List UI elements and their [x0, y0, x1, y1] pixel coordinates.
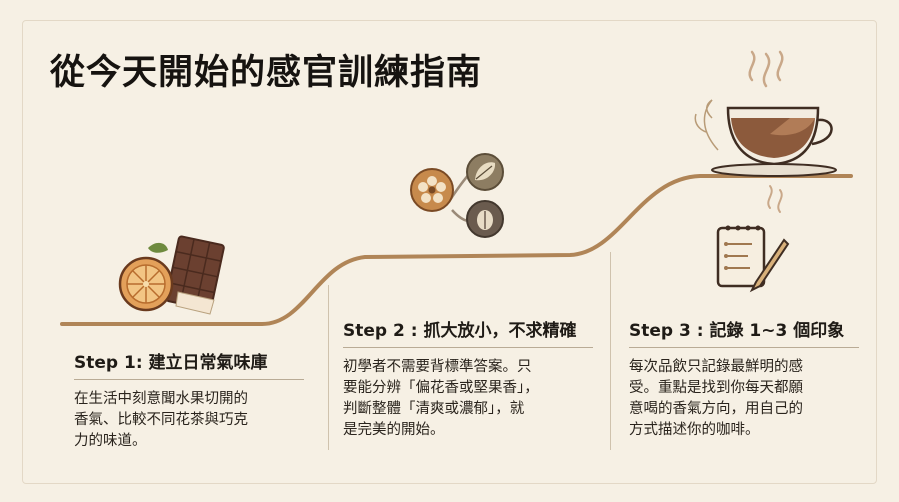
orange-icon: [118, 242, 174, 312]
step-2-line: 要能分辨「偏花香或堅果香」，: [343, 380, 539, 396]
step-2-body: 初學者不需要背標準答案。只 要能分辨「偏花香或堅果香」， 判斷整體「清爽或濃郁」…: [343, 357, 593, 441]
step-1-title: Step 1: 建立日常氣味庫: [74, 348, 304, 380]
step-3-body: 每次品飲只記錄最鮮明的感 受。重點是找到你每天都願 意喝的香氣方向，用自己的 方…: [629, 357, 859, 441]
step-3-line: 方式描述你的咖啡。: [629, 422, 760, 438]
step-3: Step 3 : 記錄 1~3 個印象 每次品飲只記錄最鮮明的感 受。重點是找到…: [629, 316, 859, 441]
step-1: Step 1: 建立日常氣味庫 在生活中刻意聞水果切開的 香氣、比較不同花茶與巧…: [74, 348, 304, 452]
frame-border: [22, 20, 877, 484]
step-1-line: 香氣、比較不同花茶與巧克: [74, 412, 248, 428]
flower-icon: [410, 168, 454, 212]
step-2-line: 判斷整體「清爽或濃郁」，就: [343, 401, 525, 417]
page-title: 從今天開始的感官訓練指南: [50, 53, 483, 93]
step-2-line: 初學者不需要背標準答案。只: [343, 359, 532, 375]
progress-path: [60, 174, 853, 326]
step-1-body: 在生活中刻意聞水果切開的 香氣、比較不同花茶與巧克 力的味道。: [74, 389, 304, 452]
step-2-line: 是完美的開始。: [343, 422, 445, 438]
step-2-title: Step 2 : 抓大放小，不求精確: [343, 316, 593, 348]
step-3-title: Step 3 : 記錄 1~3 個印象: [629, 316, 859, 348]
chocolate-icon: [165, 235, 225, 315]
divider-1: [328, 285, 329, 450]
step-3-line: 受。重點是找到你每天都願: [629, 380, 803, 396]
step-3-line: 意喝的香氣方向，用自己的: [629, 401, 803, 417]
step-3-line: 每次品飲只記錄最鮮明的感: [629, 359, 803, 375]
step-2: Step 2 : 抓大放小，不求精確 初學者不需要背標準答案。只 要能分辨「偏花…: [343, 316, 593, 441]
coffee-cup-icon: [694, 50, 837, 177]
divider-2: [610, 252, 611, 450]
step-1-line: 在生活中刻意聞水果切開的: [74, 391, 248, 407]
leaf-icon: [466, 153, 504, 191]
nut-icon: [466, 200, 504, 238]
step-1-line: 力的味道。: [74, 433, 147, 449]
notepad-pencil-icon: [716, 185, 790, 293]
